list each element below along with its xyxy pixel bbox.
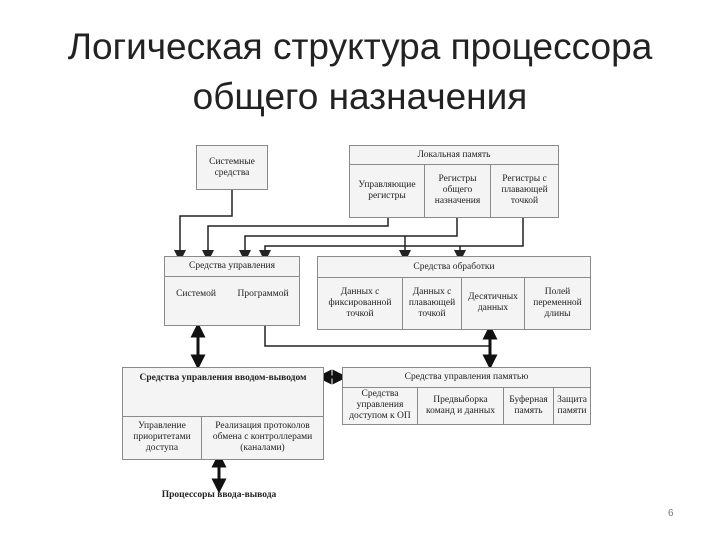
local-memory-cell-control-registers: Управляющие регистры: [358, 179, 416, 201]
processing-cell-fixed-point: Данных с фиксированной точкой: [328, 286, 392, 319]
page-number: 6: [668, 508, 674, 519]
memory-control-title: Средства управления памятью: [404, 372, 529, 382]
connector-program-to-memory: [264, 325, 490, 347]
processing-tools-box: Средства обработки Данных с фиксированно…: [317, 256, 591, 330]
memory-control-box: Средства управления памятью Средства упр…: [342, 367, 591, 425]
io-control-cell-protocols: Реализация протоколов обмена с контролле…: [212, 421, 313, 453]
control-tools-box: Средства управления Системой Программой: [164, 256, 300, 326]
local-memory-title: Локальная память: [417, 149, 491, 160]
connector-float-regs: [259, 217, 524, 262]
processing-cell-decimal: Десятичных данных: [468, 292, 518, 313]
processing-cell-floating-point: Данных с плавающей точкой: [408, 286, 456, 319]
memory-control-cell-buffer: Буферная память: [509, 394, 548, 416]
connector-general-regs: [239, 217, 458, 262]
local-memory-cell-general-registers: Регистры общего назначения: [434, 174, 481, 206]
memory-control-cell-prefetch: Предвыборка команд и данных: [426, 394, 495, 416]
slide-title-line2: общего назначения: [192, 76, 528, 117]
processing-tools-title: Средства обработки: [413, 261, 495, 272]
connector-registers-to-control: [202, 217, 389, 262]
local-memory-box: Локальная память Управляющие регистры Ре…: [349, 145, 559, 218]
memory-control-cell-protection: Защита памяти: [557, 394, 587, 416]
system-tools-label: Системные средства: [209, 156, 255, 178]
control-cell-system: Системой: [176, 288, 216, 299]
slide-title-line1: Логическая структура процессора: [67, 26, 653, 67]
local-memory-cell-float-registers: Регистры с плавающей точкой: [501, 174, 548, 206]
memory-control-cell-access: Средства управления доступом к ОП: [349, 389, 411, 421]
io-control-cell-priority: Управление приоритетами доступа: [133, 421, 191, 453]
control-tools-title: Средства управления: [189, 261, 275, 271]
io-control-title: Средства управления вводом-выводом: [139, 372, 307, 383]
processing-cell-variable-length: Полей переменной длины: [533, 286, 582, 319]
connector-system-to-control: [174, 190, 233, 262]
control-cell-program: Программой: [237, 288, 289, 299]
system-tools-box: Системные средства: [196, 145, 268, 190]
io-processors-label: Процессоры ввода-вывода: [161, 489, 277, 500]
io-control-box: Средства управления вводом-выводом Управ…: [122, 367, 324, 460]
